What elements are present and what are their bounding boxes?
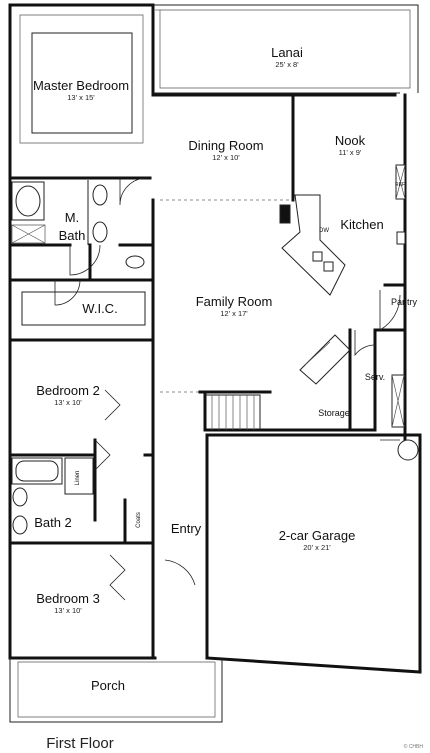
family-room-dims: 12' x 17' [220,309,248,318]
bath2-label: Bath 2 [34,515,72,530]
master-bath-label-line2: Bath [59,228,86,243]
interior-walls [8,14,407,545]
lanai-dims: 25' x 8' [275,60,299,69]
garage-water-heater [391,374,419,461]
storage-label: Storage [318,408,350,418]
serv-label: Serv. [365,372,385,382]
wic-label: W.I.C. [82,301,117,316]
dining-room-label: Dining Room [188,138,263,153]
bedroom2-dims: 13' x 10' [54,398,82,407]
master-bedroom-label: Master Bedroom [33,78,129,93]
stairs [205,394,261,430]
kitchen-label: Kitchen [340,217,383,232]
pantry-label: Pantry [391,297,418,307]
dishwasher-label: DW [319,228,329,234]
family-room-label: Family Room [196,294,273,309]
kitchen-fixtures [279,164,406,296]
porch-label: Porch [91,678,125,693]
nook-dims: 11' x 9' [339,148,362,157]
master-bath-fixtures [11,180,145,269]
family-room-fireplace [299,334,351,385]
linen-label: Linen [75,471,81,486]
bedroom2-label: Bedroom 2 [36,383,100,398]
lanai-label: Lanai [271,45,303,60]
garage-label: 2-car Garage [279,528,356,543]
nook-label: Nook [335,133,366,148]
dining-room-dims: 12' x 10' [212,153,240,162]
bedroom3-label: Bedroom 3 [36,591,100,606]
coats-label: Coats [136,512,142,528]
floor-caption: First Floor [46,735,114,752]
master-bedroom-dims: 13' x 15' [67,93,95,102]
bedroom3-dims: 13' x 10' [54,606,82,615]
copyright-text: © CHBH [404,743,424,750]
lanai-area [155,9,411,89]
garage-dims: 20' x 21' [303,543,331,552]
porch-area [9,658,223,723]
refrigerator-label: REF [395,182,405,188]
door-swings [54,177,401,601]
master-bath-label-line1: M. [65,210,79,225]
bath2-fixtures [11,457,94,535]
entry-label: Entry [171,521,202,536]
